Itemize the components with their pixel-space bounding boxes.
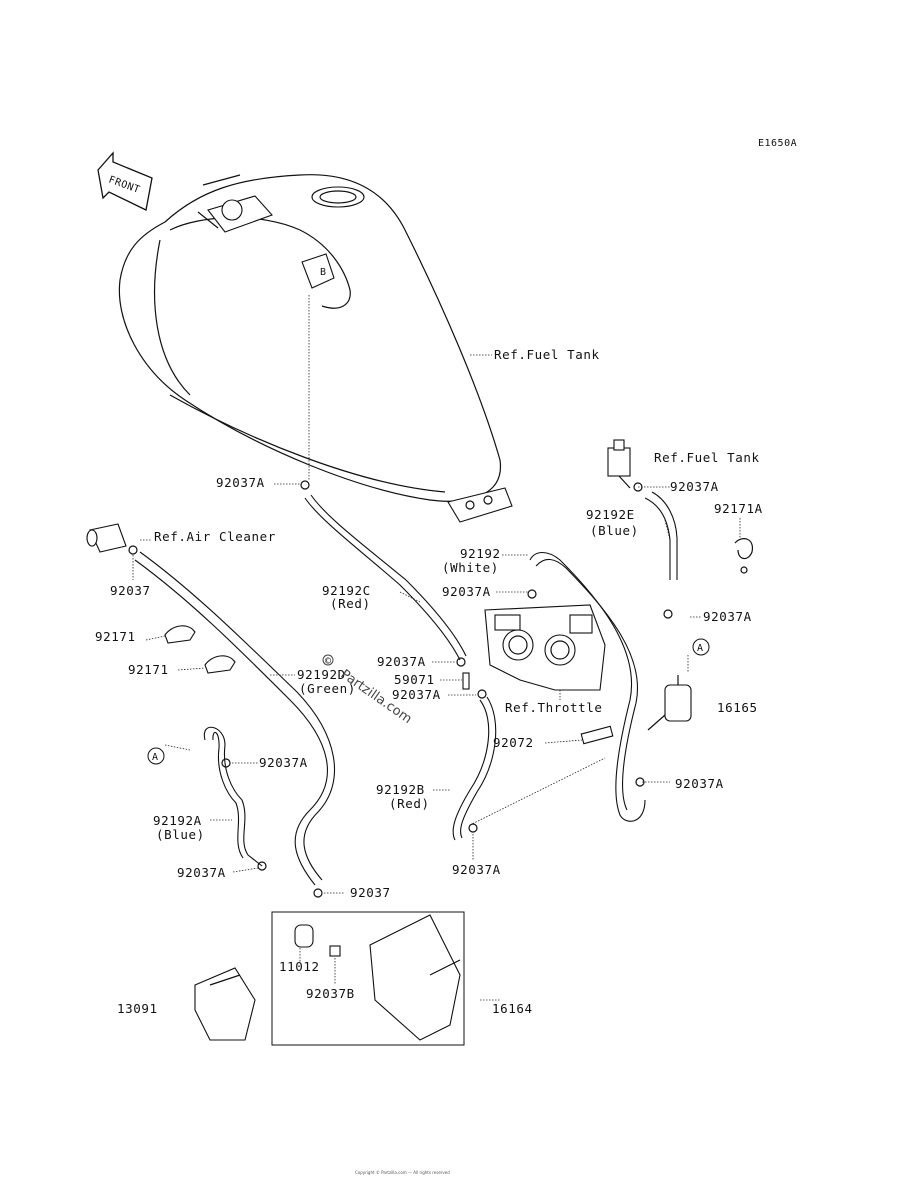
part-92192-color: (White) [442,560,499,575]
part-92037a-top-right: 92037A [670,479,719,494]
part-92037-lower: 92037 [350,885,391,900]
svg-text:B: B [320,267,327,278]
watermark-symbol: © [325,656,332,667]
clamp-92171a-drawing [734,538,754,574]
part-13091: 13091 [117,1001,158,1016]
part-92192d: 92192D [297,667,346,682]
part-92037a-mid: 92037A [377,654,426,669]
band-92072-drawing [580,725,614,745]
part-92171a: 92171A [714,501,763,516]
part-59071: 59071 [394,672,435,687]
fuel-filter-drawing [647,675,692,731]
part-92192d-color: (Green) [299,681,356,696]
part-92192c: 92192C [322,583,371,598]
callout-a-top: A [692,638,710,656]
bracket-13091-drawing [194,967,256,1041]
part-92171-upper: 92171 [95,629,136,644]
air-cleaner-fitting-drawing [86,523,127,553]
part-92192b: 92192B [376,782,425,797]
part-92037a-mid-2: 92037A [392,687,441,702]
part-92037a-right: 92037A [703,609,752,624]
part-16164: 16164 [492,1001,533,1016]
part-92037a-right-bottom: 92037A [675,776,724,791]
svg-text:A: A [697,643,704,654]
part-92037a-tank: 92037A [216,475,265,490]
part-92192b-color: (Red) [389,796,430,811]
svg-text:A: A [152,752,159,763]
part-92037: 92037 [110,583,151,598]
part-92192e: 92192E [586,507,635,522]
part-92192a: 92192A [153,813,202,828]
part-92037a-lower-middle: 92037A [452,862,501,877]
callout-a-left: A [147,747,165,765]
canister-area [271,911,465,1046]
tank-fitting-drawing [607,439,631,489]
part-92192c-color: (Red) [330,596,371,611]
front-arrow-icon: FRONT [97,151,153,211]
diagram-code: E1650A [758,138,797,149]
ref-fuel-tank-label-2: Ref.Fuel Tank [654,450,760,465]
part-92192e-color: (Blue) [590,523,639,538]
part-92037a-left: 92037A [259,755,308,770]
part-92037a-lower-left: 92037A [177,865,226,880]
clamps-92171-drawing [164,625,236,674]
fuel-tank-drawing: B [118,174,513,523]
part-92037a-white: 92037A [442,584,491,599]
ref-throttle-label: Ref.Throttle [505,700,603,715]
part-16165: 16165 [717,700,758,715]
ref-air-cleaner-label: Ref.Air Cleaner [154,529,276,544]
part-92192: 92192 [460,546,501,561]
part-92192a-color: (Blue) [156,827,205,842]
part-92072: 92072 [493,735,534,750]
part-92037b: 92037B [306,986,355,1001]
hose-lines [134,491,678,886]
leader-lines [132,354,741,1001]
ref-fuel-tank-label: Ref.Fuel Tank [494,347,600,362]
fitting-59071-drawing [462,672,470,690]
throttle-body-drawing [484,604,606,691]
part-11012: 11012 [279,959,320,974]
part-92171-lower: 92171 [128,662,169,677]
footer-copyright: Copyright © Partzilla.com — All rights r… [355,1170,450,1175]
